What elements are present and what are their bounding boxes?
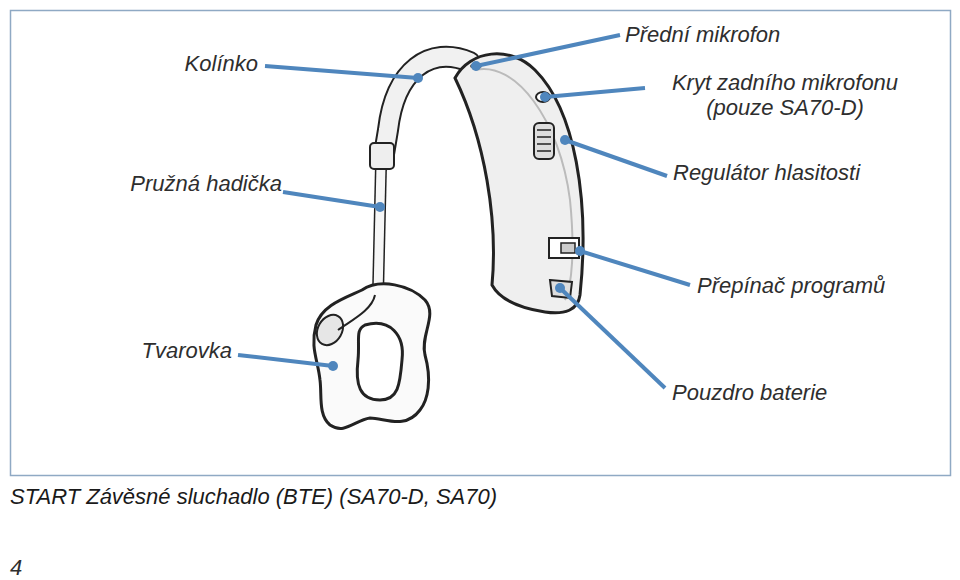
earmold-bore — [338, 295, 375, 330]
part-label: Kryt zadního mikrofonu (pouze SA70-D) — [650, 70, 920, 120]
tube-connector — [370, 143, 394, 169]
earmold — [314, 284, 430, 428]
part-label: Pouzdro baterie — [672, 380, 827, 405]
hearing-aid-body — [455, 54, 583, 313]
part-label: Kolínko — [185, 51, 258, 76]
leader-lines — [238, 35, 690, 388]
frame — [11, 11, 951, 476]
rear-mic-cover — [536, 92, 550, 102]
tube — [378, 165, 381, 295]
caption: START Závěsné sluchadlo (BTE) (SA70-D, S… — [10, 484, 497, 510]
part-label: Tvarovka — [142, 338, 232, 363]
page-number: 4 — [10, 555, 22, 580]
part-label: Přepínač programů — [697, 273, 885, 298]
volume-wheel — [534, 123, 554, 159]
program-switch-slot — [549, 238, 579, 258]
tube-outline — [378, 165, 381, 295]
part-label: Regulátor hlasitosti — [673, 160, 860, 185]
program-switch — [561, 243, 575, 253]
part-label: Přední mikrofon — [625, 22, 780, 47]
part-label: Pružná hadička — [130, 171, 282, 196]
earmold-canal — [312, 310, 349, 350]
volume-wheel-ribs — [537, 130, 551, 151]
body-shading — [475, 69, 572, 300]
